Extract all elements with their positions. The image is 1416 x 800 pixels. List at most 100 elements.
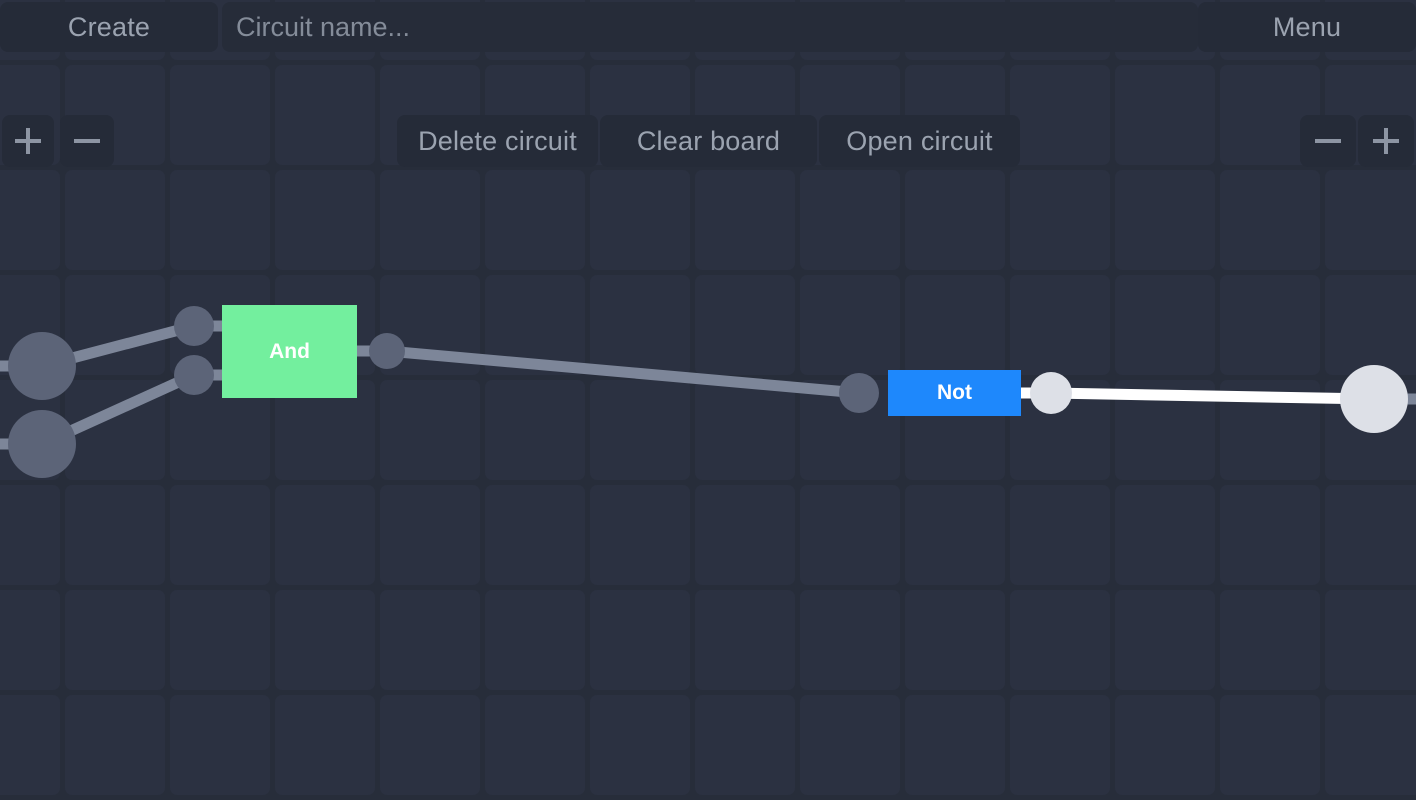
grid-cell [1220,485,1320,585]
grid-cell [380,485,480,585]
grid-cell [695,170,795,270]
grid-cell [170,590,270,690]
menu-button[interactable]: Menu [1198,2,1416,52]
grid-cell [1010,170,1110,270]
grid-cell [275,485,375,585]
grid-cell [1325,590,1416,690]
grid-cell [1220,590,1320,690]
grid-cell [1325,275,1416,375]
clear-board-button[interactable]: Clear board [600,115,817,167]
grid-cell [0,695,60,795]
grid-cell [1220,380,1320,480]
gate-label: Not [937,381,972,404]
grid-cell [65,380,165,480]
grid-cell [800,485,900,585]
grid-cell [1115,65,1215,165]
grid-cell [1010,695,1110,795]
grid-cell [1115,695,1215,795]
grid-cell [590,590,690,690]
zoom-out-button-left[interactable] [60,115,114,167]
grid-cell [800,170,900,270]
grid-cell [1010,65,1110,165]
grid-cell [485,170,585,270]
grid-cell [485,275,585,375]
grid-cell [275,65,375,165]
grid-cell [905,695,1005,795]
delete-circuit-button[interactable]: Delete circuit [397,115,598,167]
create-button[interactable]: Create [0,2,218,52]
gate-output-node[interactable] [1030,372,1072,414]
grid-cell [905,170,1005,270]
grid-cell [170,170,270,270]
grid-cell [905,485,1005,585]
toolbar-secondary: Delete circuit Clear board Open circuit [0,56,1416,167]
grid-cell [590,695,690,795]
gate-not[interactable]: Not [888,370,1021,416]
gate-and[interactable]: And [222,305,357,398]
gate-label: And [269,339,310,363]
grid-cell [1220,695,1320,795]
grid-cell [485,380,585,480]
grid-cell [0,170,60,270]
gate-input-node[interactable] [174,355,214,395]
board-input-node[interactable] [8,332,76,400]
gate-output-node[interactable] [369,333,405,369]
grid-cell [800,695,900,795]
grid-cell [1010,275,1110,375]
grid-cell [1010,485,1110,585]
grid-cell [1325,485,1416,585]
grid-cell [170,485,270,585]
grid-cell [1325,695,1416,795]
grid-cell [485,695,585,795]
grid-cell [1115,485,1215,585]
grid-cell [170,695,270,795]
grid-cell [695,380,795,480]
minus-icon [74,128,100,154]
grid-cell [905,590,1005,690]
grid-cell [0,590,60,690]
zoom-in-button-right[interactable] [1358,115,1414,167]
minus-icon [1315,128,1341,154]
gate-input-node[interactable] [174,306,214,346]
grid-cell [380,695,480,795]
grid-cell [1115,380,1215,480]
grid-cell [1220,170,1320,270]
grid-cell [1010,590,1110,690]
grid-cell [590,380,690,480]
grid-cell [1115,170,1215,270]
grid-cell [380,380,480,480]
gate-input-node[interactable] [839,373,879,413]
board-output-node[interactable] [1340,365,1408,433]
grid-cell [590,170,690,270]
grid-cell [695,275,795,375]
grid-cell [65,275,165,375]
board-input-node[interactable] [8,410,76,478]
grid-cell [1325,170,1416,270]
grid-cell [590,485,690,585]
plus-icon [1373,128,1399,154]
grid-cell [0,485,60,585]
grid-cell [380,590,480,690]
grid-cell [800,590,900,690]
grid-cell [1115,590,1215,690]
grid-cell [485,485,585,585]
grid-cell [905,275,1005,375]
zoom-out-button-right[interactable] [1300,115,1356,167]
grid-cell [485,590,585,690]
grid-cell [65,695,165,795]
grid-cell [275,695,375,795]
grid-cell [65,485,165,585]
grid-cell [65,170,165,270]
grid-cell [695,590,795,690]
grid-cell [695,485,795,585]
toolbar-primary: Create Menu [0,0,1416,54]
circuit-name-input[interactable] [222,2,1198,52]
plus-icon [15,128,41,154]
open-circuit-button[interactable]: Open circuit [819,115,1020,167]
gate-palette-toolbar: And Not Nand Test [0,743,1416,800]
grid-cell [590,275,690,375]
zoom-in-button-left[interactable] [2,115,54,167]
grid-cell [1220,275,1320,375]
grid-cell [695,695,795,795]
